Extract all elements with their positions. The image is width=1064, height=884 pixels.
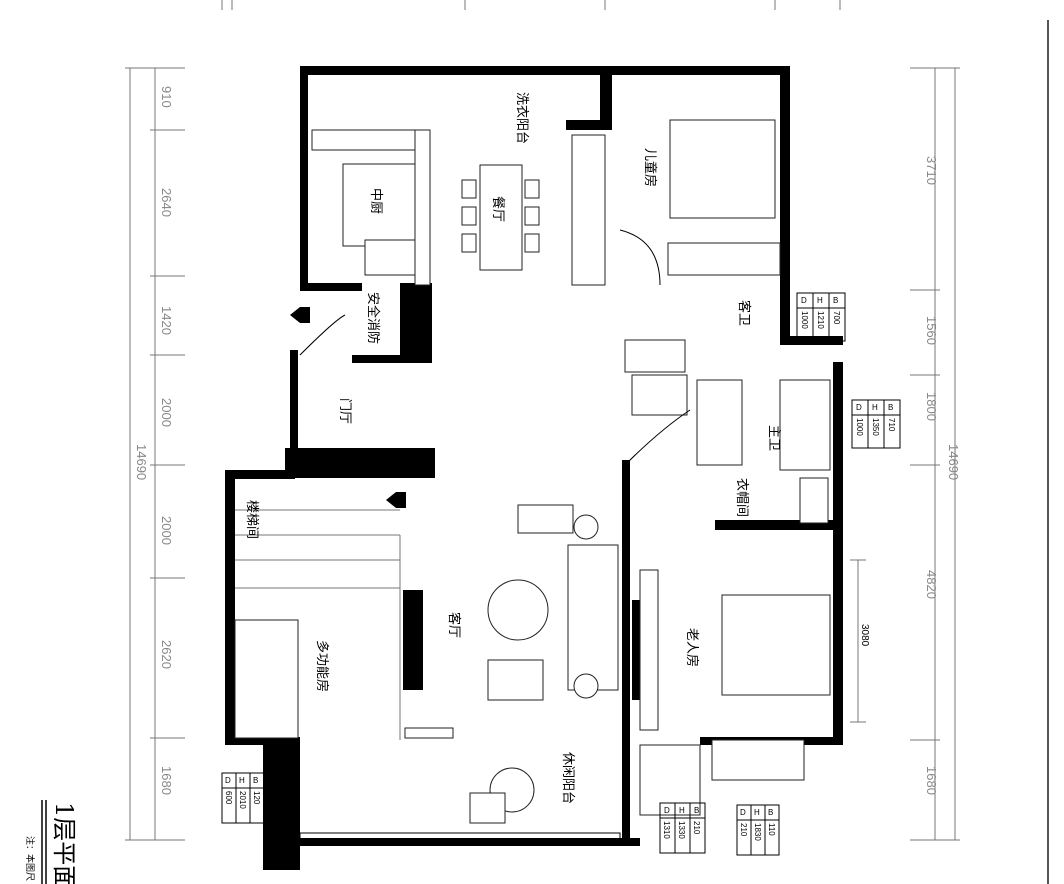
svg-text:D: D — [856, 403, 862, 412]
room-label-foyer: 门厅 — [337, 398, 352, 424]
walls — [225, 66, 843, 870]
room-labels: 洗衣阳台 中厨 餐厅 儿童房 客卫 安全消防 门厅 主卫 衣帽间 楼梯间 多功能… — [244, 92, 781, 804]
room-label-leisure-balcony: 休闲阳台 — [560, 752, 575, 804]
dimension-left — [125, 67, 185, 841]
svg-text:D: D — [664, 806, 670, 815]
window-tag: D H B 1000 1210 700 — [796, 292, 846, 342]
room-label-living: 客厅 — [446, 612, 462, 638]
svg-text:B: B — [888, 403, 893, 412]
svg-text:14690: 14690 — [134, 444, 149, 480]
svg-text:14690: 14690 — [946, 444, 961, 480]
svg-text:1000: 1000 — [855, 418, 864, 436]
svg-text:1680: 1680 — [924, 766, 939, 795]
frame-ticks — [221, 0, 1049, 884]
svg-text:B: B — [768, 808, 773, 817]
svg-text:1830: 1830 — [753, 823, 762, 841]
svg-text:2000: 2000 — [159, 398, 174, 427]
drawing-title: 1层平面 — [50, 802, 78, 884]
room-label-laundry-balcony: 洗衣阳台 — [514, 92, 530, 144]
window-tag: D H B 1000 1350 710 — [851, 399, 901, 449]
svg-text:D: D — [801, 296, 807, 305]
room-label-multi-room: 多功能房 — [314, 640, 330, 692]
svg-text:1000: 1000 — [800, 311, 809, 329]
room-label-kitchen: 中厨 — [368, 188, 383, 214]
svg-text:2620: 2620 — [159, 640, 174, 669]
svg-text:B: B — [253, 776, 258, 785]
room-label-guest-bath: 客卫 — [736, 300, 752, 326]
svg-text:1330: 1330 — [677, 821, 686, 839]
svg-text:H: H — [754, 808, 760, 817]
svg-text:B: B — [694, 806, 699, 815]
svg-text:B: B — [833, 296, 838, 305]
windows — [299, 67, 842, 844]
svg-text:2640: 2640 — [159, 188, 174, 217]
svg-text:1800: 1800 — [924, 392, 939, 421]
room-label-elder-room: 老人房 — [684, 628, 700, 667]
dimension-right — [850, 67, 960, 841]
svg-text:1680: 1680 — [159, 766, 174, 795]
svg-text:700: 700 — [832, 311, 841, 325]
svg-text:4820: 4820 — [924, 570, 939, 599]
svg-text:D: D — [740, 808, 746, 817]
drawing-note: 注：本图尺 — [24, 836, 36, 881]
svg-text:D: D — [225, 776, 231, 785]
room-label-closet: 衣帽间 — [734, 478, 750, 517]
svg-text:1350: 1350 — [871, 418, 880, 436]
svg-text:H: H — [817, 296, 823, 305]
room-label-safety: 安全消防 — [365, 292, 381, 344]
svg-text:1420: 1420 — [159, 306, 174, 335]
svg-text:2000: 2000 — [159, 516, 174, 545]
svg-text:1210: 1210 — [816, 311, 825, 329]
svg-text:210: 210 — [692, 821, 701, 835]
svg-text:710: 710 — [887, 418, 896, 432]
room-label-child-room: 儿童房 — [642, 148, 658, 187]
room-label-dining: 餐厅 — [490, 196, 506, 222]
svg-text:600: 600 — [224, 791, 233, 805]
svg-text:120: 120 — [252, 791, 261, 805]
svg-text:910: 910 — [159, 86, 174, 108]
svg-text:1310: 1310 — [662, 821, 671, 839]
svg-text:1560: 1560 — [924, 316, 939, 345]
svg-text:H: H — [872, 403, 878, 412]
svg-text:2010: 2010 — [238, 791, 247, 809]
dimension-texts: 910 2640 1420 2000 2000 2620 1680 14690 … — [134, 86, 961, 795]
svg-text:3080: 3080 — [859, 624, 870, 647]
room-label-master-bath: 主卫 — [766, 425, 781, 451]
svg-text:110: 110 — [767, 823, 776, 836]
svg-text:3710: 3710 — [924, 156, 939, 185]
svg-text:210: 210 — [739, 823, 748, 837]
svg-text:H: H — [239, 776, 245, 785]
svg-text:H: H — [679, 806, 685, 815]
room-label-stairwell: 楼梯间 — [244, 500, 259, 539]
